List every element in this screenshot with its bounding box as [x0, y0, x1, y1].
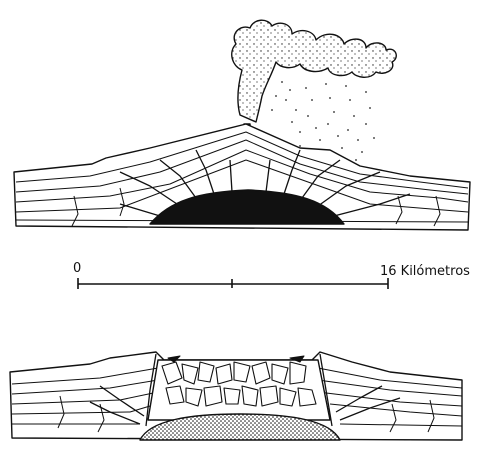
crust-block: [13, 123, 471, 231]
radial-dikes: [119, 149, 411, 217]
eruption-cloud: [231, 19, 397, 161]
scale-bar: [77, 278, 389, 289]
breccia-blocks: [161, 355, 317, 407]
residual-magma-chamber: [139, 413, 341, 441]
scale-start-label: 0: [73, 261, 82, 276]
caldera-cross-section: [9, 351, 463, 441]
fractures: [71, 187, 441, 227]
strata-layers: [15, 131, 469, 223]
scale-end-label: 16 Kilómetros: [380, 264, 470, 279]
caldera-fractures: [57, 395, 435, 433]
volcano-cross-section: [13, 19, 471, 231]
ring-faults: [89, 353, 401, 427]
magma-chamber: [149, 189, 345, 225]
